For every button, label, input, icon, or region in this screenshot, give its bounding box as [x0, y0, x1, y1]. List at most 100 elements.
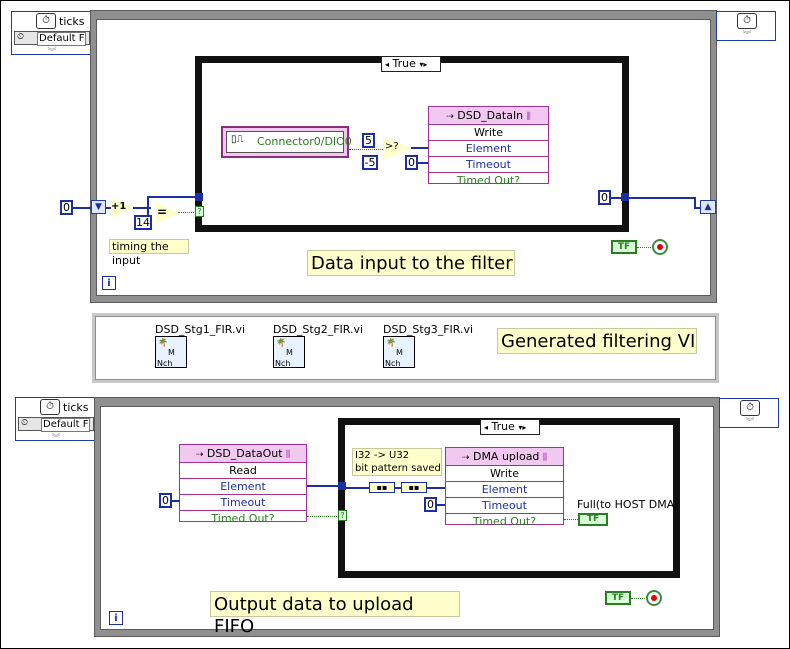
default-label: Default F: [41, 418, 91, 432]
tunnel: [195, 193, 203, 201]
top-timed-loop-output-node[interactable]: ⏱ ︾: [716, 11, 776, 41]
io-node[interactable]: ▯⎍ Connector0/DIO0: [221, 126, 352, 158]
vi-3-label: DSD_Stg3_FIR.vi: [383, 323, 474, 336]
tunnel: [338, 482, 346, 490]
chevron-down-icon: ︾: [742, 31, 752, 41]
increment-label: +1: [111, 201, 127, 212]
wire: [172, 500, 180, 502]
wire: [395, 487, 401, 489]
bottom-title-text: Output data to upload FIFO: [214, 594, 414, 637]
type-cast-node-1[interactable]: ▪▪: [369, 482, 395, 493]
fifo-icon: ⫼: [286, 450, 291, 460]
fifo-datain-node[interactable]: ⇢ DSD_DataIn ⫼ Write Element Timeout Tim…: [428, 106, 549, 187]
dma-write: Write: [446, 466, 563, 482]
stop-terminal-icon[interactable]: [646, 590, 662, 606]
source-icon: ⏲: [17, 32, 25, 42]
stop-terminal-icon[interactable]: [652, 239, 668, 255]
default-source-field[interactable]: ⏲ Default F: [18, 417, 94, 432]
top-timed-loop-input-node[interactable]: ⏱ ticks ⏲ Default F ︾: [11, 11, 91, 58]
boolean-wire: [178, 212, 196, 213]
dma-timed-out: Timed Out?: [472, 515, 537, 528]
wire: [133, 207, 151, 209]
convert-note: I32 -> U32 bit pattern saved: [352, 448, 442, 476]
const-5[interactable]: 5: [362, 133, 375, 148]
const-14[interactable]: 14: [134, 215, 152, 230]
fifo-dataout-node[interactable]: ⇢ DSD_DataOut ⫼ Read Element Timeout Tim…: [179, 444, 307, 525]
type-cast-node-2[interactable]: ▪▪: [401, 482, 427, 493]
clock-icon: ⏱: [40, 399, 60, 415]
middle-title-text: Generated filtering VI: [501, 331, 696, 352]
full-indicator[interactable]: TF: [578, 513, 608, 526]
const-neg5[interactable]: -5: [362, 155, 378, 170]
fifo-dataout-name: DSD_DataOut: [206, 447, 283, 460]
wire: [147, 196, 149, 209]
const-timeout[interactable]: 0: [405, 155, 418, 170]
boolean-constant[interactable]: TF: [605, 591, 631, 605]
fifo-arrow-icon: ⇢: [461, 453, 470, 463]
const-right[interactable]: 0: [598, 190, 611, 205]
boolean-wire: [564, 519, 578, 520]
wire: [346, 487, 370, 489]
bottom-timed-loop-input-node[interactable]: ⏱ ticks ⏲ Default F ︾: [15, 397, 95, 444]
dma-upload-node[interactable]: ⇢ DMA upload ⫼ Write Element Timeout Tim…: [445, 447, 564, 528]
const-zero-left[interactable]: 0: [60, 200, 73, 215]
fifo-arrow-icon: ⇢: [195, 450, 204, 460]
iteration-terminal[interactable]: i: [102, 276, 116, 290]
case-selector[interactable]: ◂ True ▾▸: [381, 56, 441, 72]
fifo-dataout-read: Read: [180, 463, 306, 479]
vi-1-label: DSD_Stg1_FIR.vi: [155, 323, 246, 336]
fifo-datain-name: DSD_DataIn: [457, 109, 524, 122]
fifo-icon: ⫼: [542, 453, 548, 463]
full-label: Full(to HOST DMA): [577, 498, 679, 511]
timing-comment: timing the input: [109, 239, 189, 267]
fifo-datain-timed-out: Timed Out?: [456, 174, 521, 187]
case-selector-label: True: [491, 420, 515, 433]
case-selector-label: True: [392, 57, 416, 70]
fifo-icon: ⫼: [526, 112, 531, 122]
fifo-datain-timeout: Timeout: [429, 157, 548, 173]
const-timeout-dma[interactable]: 0: [424, 497, 437, 512]
tunnel: [621, 193, 629, 201]
dma-timeout: Timeout: [446, 498, 563, 514]
case-dropdown-icon: ▾▸: [419, 60, 428, 69]
chevron-down-icon: ︾: [51, 434, 61, 444]
shift-register-left[interactable]: ▼: [91, 200, 106, 214]
fifo-arrow-icon: ⇢: [446, 112, 454, 122]
wire: [411, 147, 429, 149]
fifo-datain-write: Write: [429, 125, 548, 141]
full-indicator-label: TF: [586, 514, 600, 524]
select-label: >?: [385, 141, 399, 152]
const-timeout-out[interactable]: 0: [159, 493, 172, 508]
wire: [147, 196, 195, 198]
case-selector[interactable]: ◂ True ▾▸: [480, 419, 540, 435]
equal-node[interactable]: [156, 202, 178, 224]
wire: [611, 197, 629, 199]
wire: [629, 197, 695, 199]
fifo-dataout-timeout: Timeout: [180, 495, 306, 511]
boolean-wire: [307, 516, 339, 517]
fifo-dataout-element: Element: [180, 479, 306, 495]
bottom-timed-loop-output-node[interactable]: ⏱ ︾: [719, 398, 779, 428]
equal-label: =: [157, 205, 168, 219]
case-selector-terminal[interactable]: ?: [195, 206, 204, 217]
fifo-datain-element: Element: [429, 141, 548, 157]
iteration-terminal[interactable]: i: [109, 611, 123, 625]
case-left-arrow-icon: ◂: [484, 423, 489, 432]
convert-note-line2: bit pattern saved: [355, 463, 441, 474]
timing-comment-text: timing the input: [112, 240, 169, 267]
boolean-constant[interactable]: TF: [611, 240, 637, 254]
case-left-arrow-icon: ◂: [385, 60, 390, 69]
ticks-label: ticks: [63, 401, 89, 414]
default-source-field[interactable]: ⏲ Default F: [14, 31, 90, 46]
wire: [307, 485, 339, 487]
dma-upload-name: DMA upload: [472, 450, 540, 463]
shift-register-right[interactable]: ▲: [700, 200, 716, 214]
case-selector-terminal[interactable]: ?: [338, 510, 347, 521]
ticks-label: ticks: [59, 15, 85, 28]
vi-2-label: DSD_Stg2_FIR.vi: [273, 323, 364, 336]
wire: [147, 207, 149, 217]
increment-node[interactable]: [111, 198, 133, 218]
